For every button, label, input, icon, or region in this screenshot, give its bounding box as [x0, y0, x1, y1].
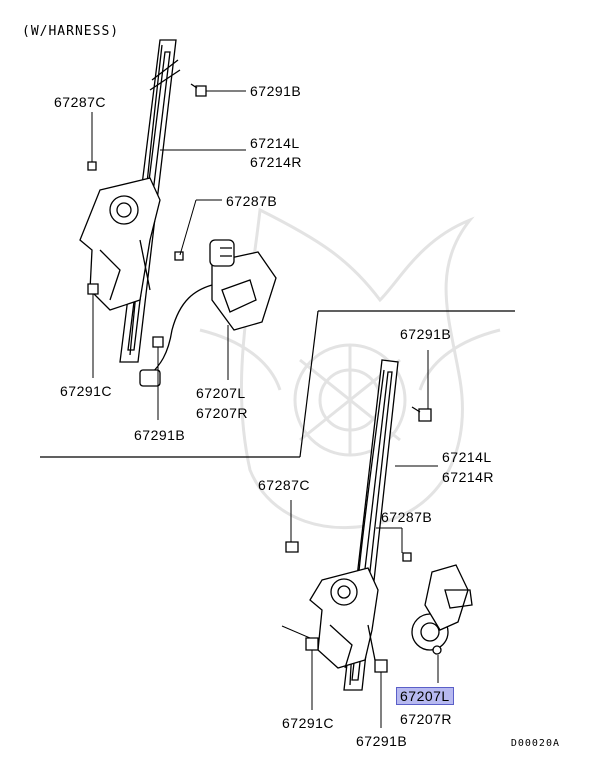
upper-label-screw-mid[interactable]: 67287B: [226, 193, 278, 209]
harness-note: (W/HARNESS): [22, 24, 120, 39]
lower-label-screw-mid[interactable]: 67287B: [381, 509, 433, 525]
lower-leader-lines: [281, 350, 439, 728]
upper-label-regulator-r[interactable]: 67214R: [250, 154, 303, 170]
lower-label-regulator-r[interactable]: 67214R: [442, 469, 495, 485]
section-divider: [40, 310, 515, 458]
upper-leader-lines: [91, 90, 246, 420]
upper-regulator-assembly: [79, 39, 277, 387]
diagram-code: D00020A: [510, 738, 560, 749]
upper-label-bolt-top[interactable]: 67291B: [250, 83, 302, 99]
lower-label-regulator-l[interactable]: 67214L: [442, 449, 492, 465]
upper-label-motor-r[interactable]: 67207R: [196, 405, 249, 421]
lower-label-motor-r[interactable]: 67207R: [400, 711, 453, 727]
lower-label-bolt-bottom-mid[interactable]: 67291B: [356, 733, 408, 749]
lower-label-bolt-top[interactable]: 67291B: [400, 326, 452, 342]
lower-regulator-assembly: [285, 359, 473, 691]
upper-label-regulator-l[interactable]: 67214L: [250, 135, 300, 151]
lower-label-bolt-bottom-left[interactable]: 67291C: [282, 715, 335, 731]
upper-label-bolt-bottom-mid[interactable]: 67291B: [134, 427, 186, 443]
upper-label-motor-l[interactable]: 67207L: [196, 385, 246, 401]
upper-label-screw-left[interactable]: 67287C: [54, 94, 107, 110]
lower-label-motor-l-highlighted[interactable]: 67207L: [396, 687, 454, 705]
upper-label-bolt-bottom-left[interactable]: 67291C: [60, 383, 113, 399]
lower-label-screw-left[interactable]: 67287C: [258, 477, 311, 493]
